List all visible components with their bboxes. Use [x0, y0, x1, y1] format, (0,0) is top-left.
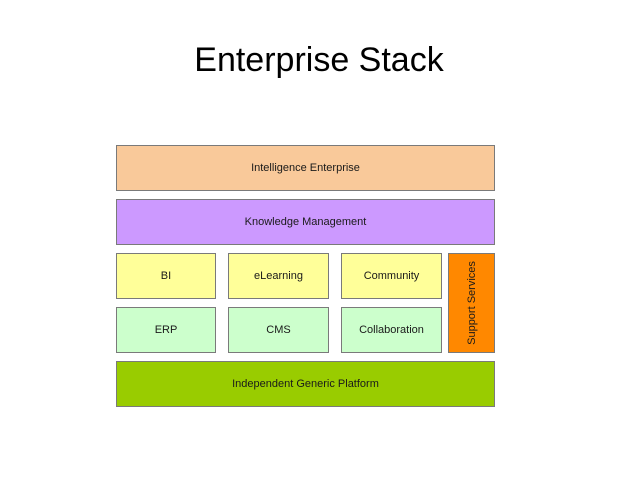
- knowledge-management-label: Knowledge Management: [244, 216, 367, 228]
- community-label: Community: [363, 270, 420, 282]
- slide-title: Enterprise Stack: [194, 41, 444, 79]
- bi-box: BI: [116, 253, 216, 299]
- independent-generic-platform-label: Independent Generic Platform: [232, 378, 379, 390]
- intelligence-enterprise-box: Intelligence Enterprise: [116, 145, 495, 191]
- support-services-box: Support Services: [448, 253, 495, 353]
- bi-label: BI: [160, 270, 172, 282]
- collaboration-label: Collaboration: [359, 324, 424, 336]
- elearning-box: eLearning: [228, 253, 329, 299]
- collaboration-box: Collaboration: [341, 307, 442, 353]
- cms-label: CMS: [266, 324, 291, 336]
- erp-box: ERP: [116, 307, 216, 353]
- elearning-label: eLearning: [254, 270, 303, 282]
- support-services-label: Support Services: [465, 261, 478, 345]
- cms-box: CMS: [228, 307, 329, 353]
- community-box: Community: [341, 253, 442, 299]
- intelligence-enterprise-label: Intelligence Enterprise: [251, 162, 360, 174]
- independent-generic-platform-box: Independent Generic Platform: [116, 361, 495, 407]
- erp-label: ERP: [154, 324, 178, 336]
- knowledge-management-box: Knowledge Management: [116, 199, 495, 245]
